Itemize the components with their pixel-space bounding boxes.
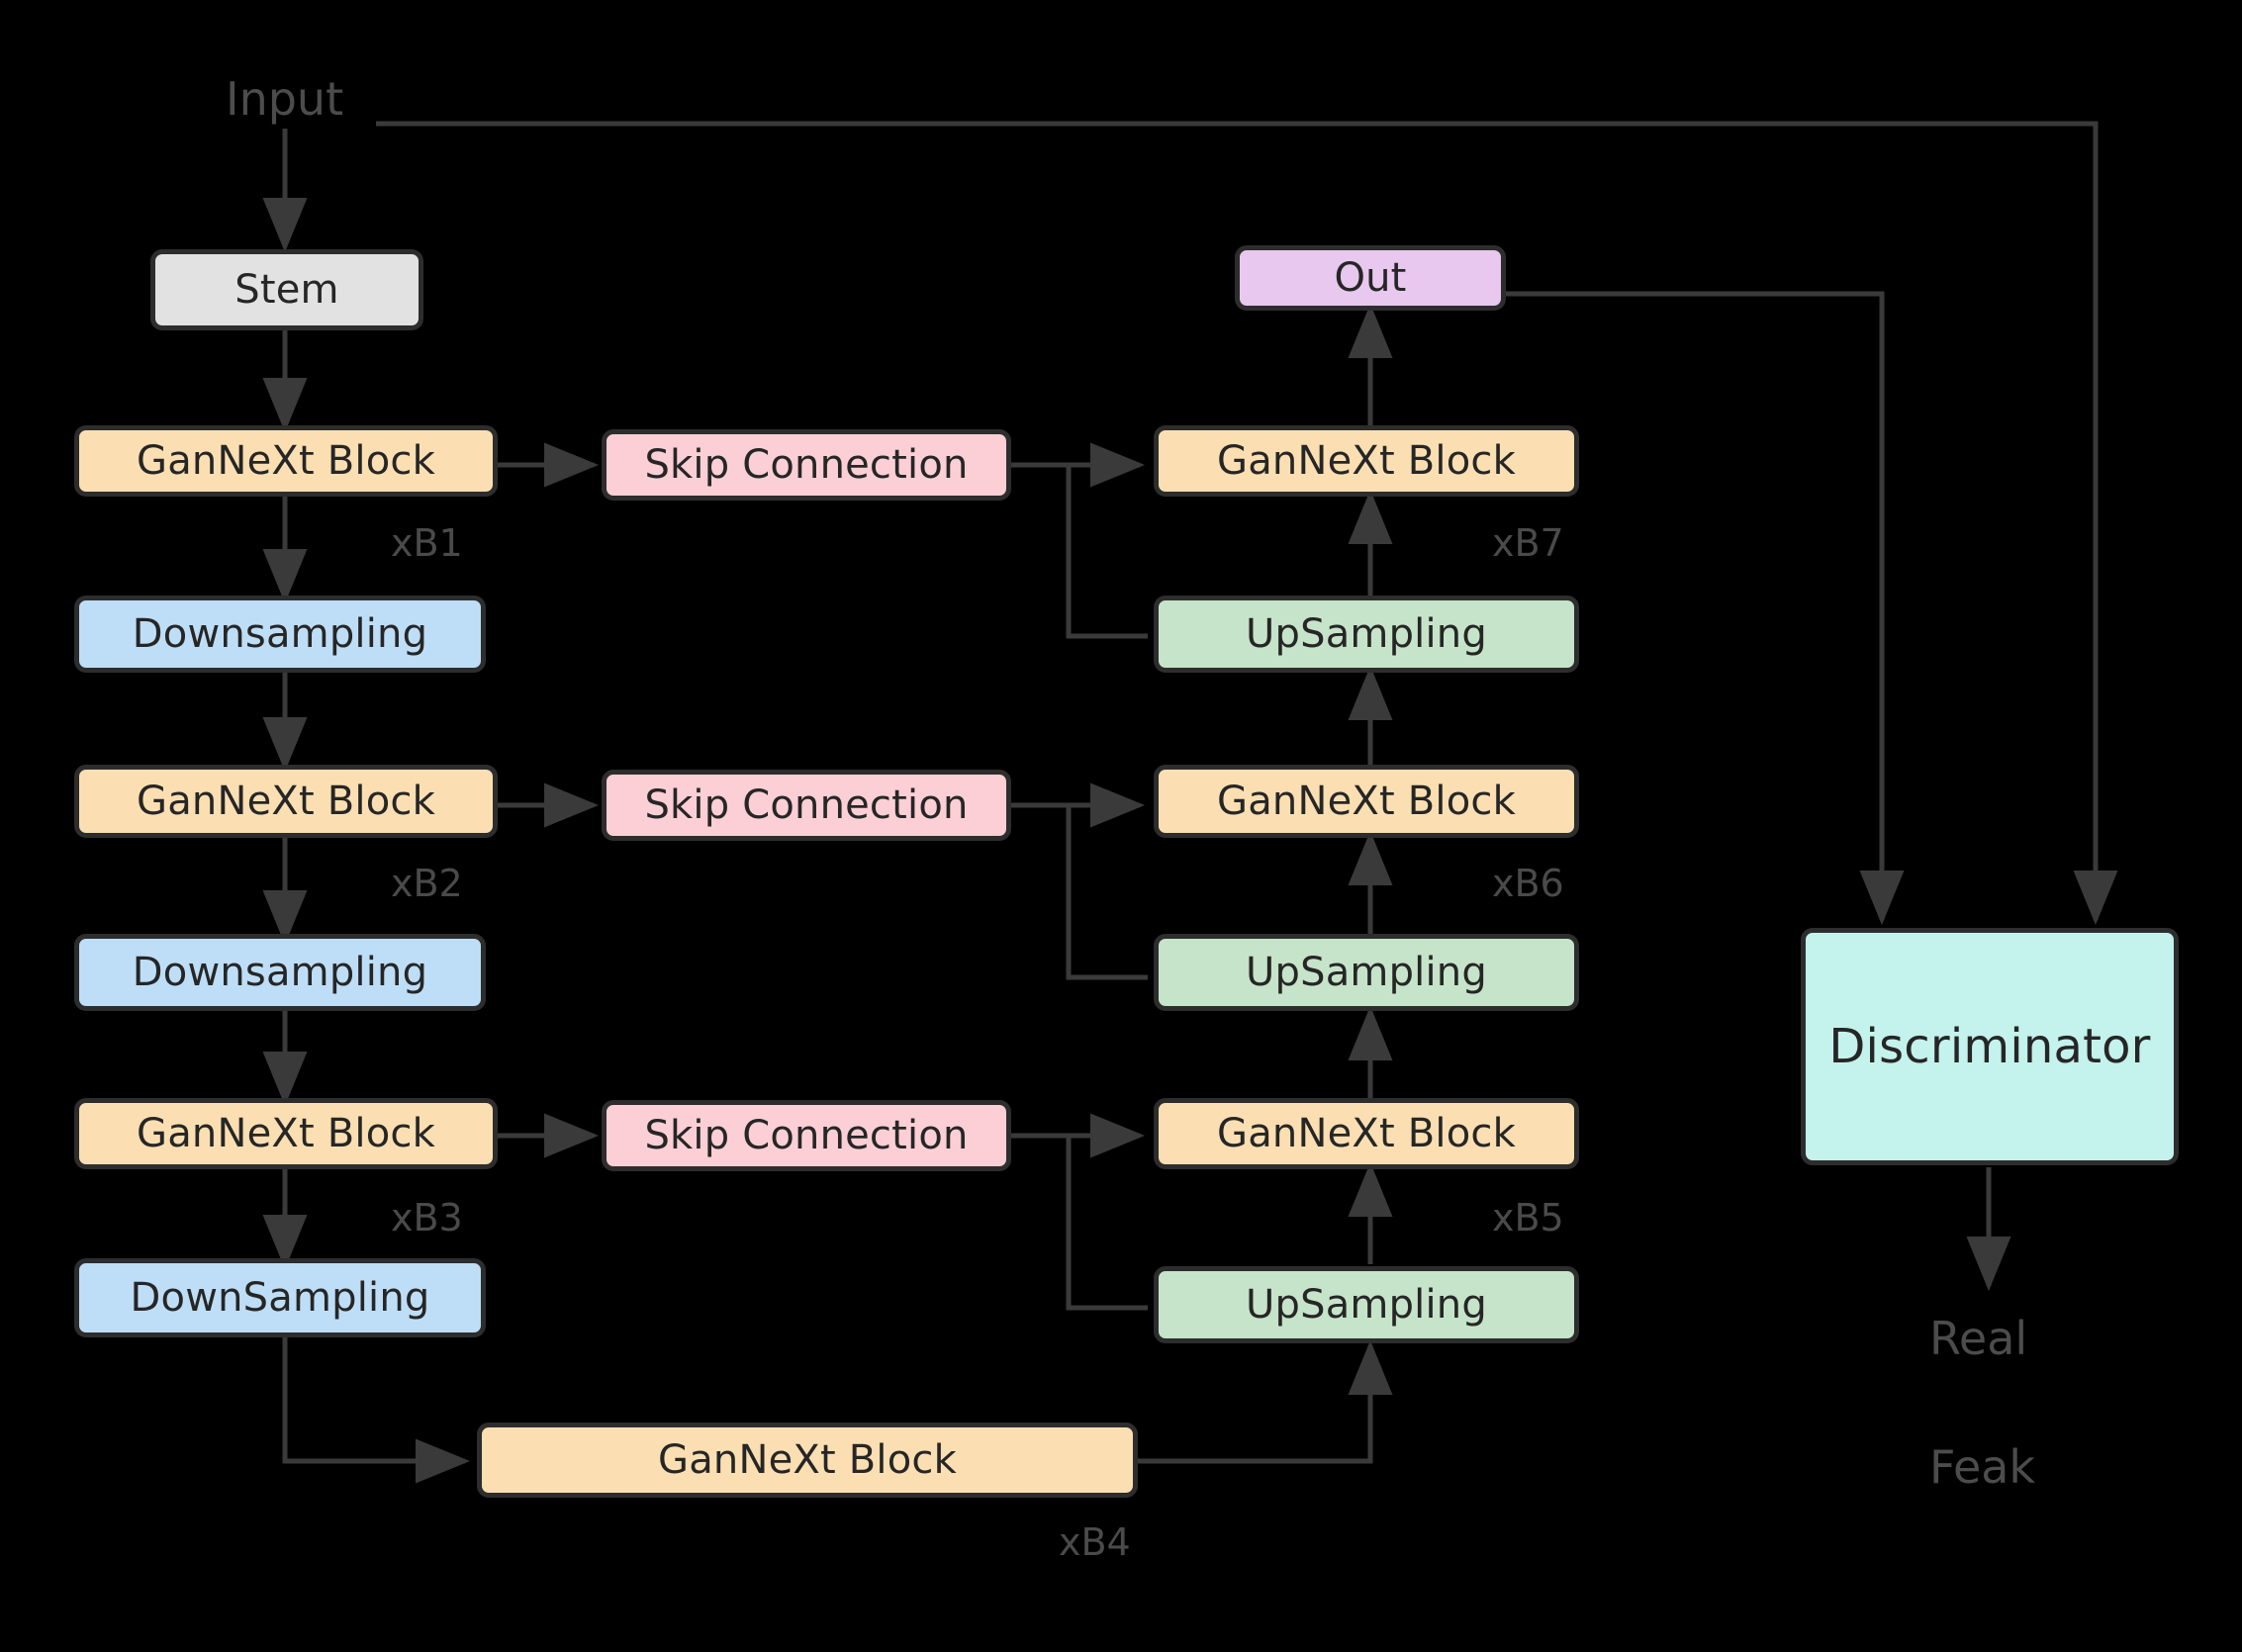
node-stem[interactable]: Stem (150, 249, 423, 330)
label-xb7: xB7 (1492, 521, 1564, 565)
label-xb2: xB2 (391, 862, 463, 905)
node-gannext-b2[interactable]: GanNeXt Block (74, 765, 498, 838)
label-xb3: xB3 (391, 1196, 463, 1239)
label-feak: Feak (1929, 1440, 2036, 1494)
label-xb1: xB1 (391, 521, 463, 565)
node-gannext-b1[interactable]: GanNeXt Block (74, 425, 498, 497)
label-xb6: xB6 (1492, 862, 1564, 905)
node-downsampling-1[interactable]: Downsampling (74, 596, 486, 673)
node-gannext-b5[interactable]: GanNeXt Block (1154, 1098, 1579, 1169)
edge-up2-merge (1066, 805, 1148, 980)
edge-down3-to-b4 (282, 1335, 470, 1484)
node-skip-3[interactable]: Skip Connection (602, 1100, 1011, 1171)
label-xb4: xB4 (1059, 1520, 1131, 1564)
node-gannext-b6[interactable]: GanNeXt Block (1154, 765, 1579, 838)
node-skip-1[interactable]: Skip Connection (602, 429, 1011, 501)
input-label: Input (226, 72, 344, 126)
label-xb5: xB5 (1492, 1196, 1564, 1239)
label-real: Real (1929, 1312, 2028, 1365)
node-skip-2[interactable]: Skip Connection (602, 770, 1011, 841)
node-downsampling-2[interactable]: Downsampling (74, 934, 486, 1011)
node-upsampling-2[interactable]: UpSampling (1154, 934, 1579, 1011)
node-gannext-b7[interactable]: GanNeXt Block (1154, 425, 1579, 497)
node-gannext-b4[interactable]: GanNeXt Block (477, 1423, 1138, 1498)
node-upsampling-3[interactable]: UpSampling (1154, 1266, 1579, 1343)
node-gannext-b3[interactable]: GanNeXt Block (74, 1098, 498, 1169)
node-out[interactable]: Out (1235, 245, 1506, 311)
node-upsampling-1[interactable]: UpSampling (1154, 596, 1579, 673)
node-downsampling-3[interactable]: DownSampling (74, 1258, 486, 1337)
edge-b4-to-up3 (1138, 1340, 1393, 1464)
edge-up3-merge (1066, 1136, 1148, 1311)
node-discriminator[interactable]: Discriminator (1801, 928, 2179, 1165)
edge-up1-merge (1066, 465, 1148, 639)
